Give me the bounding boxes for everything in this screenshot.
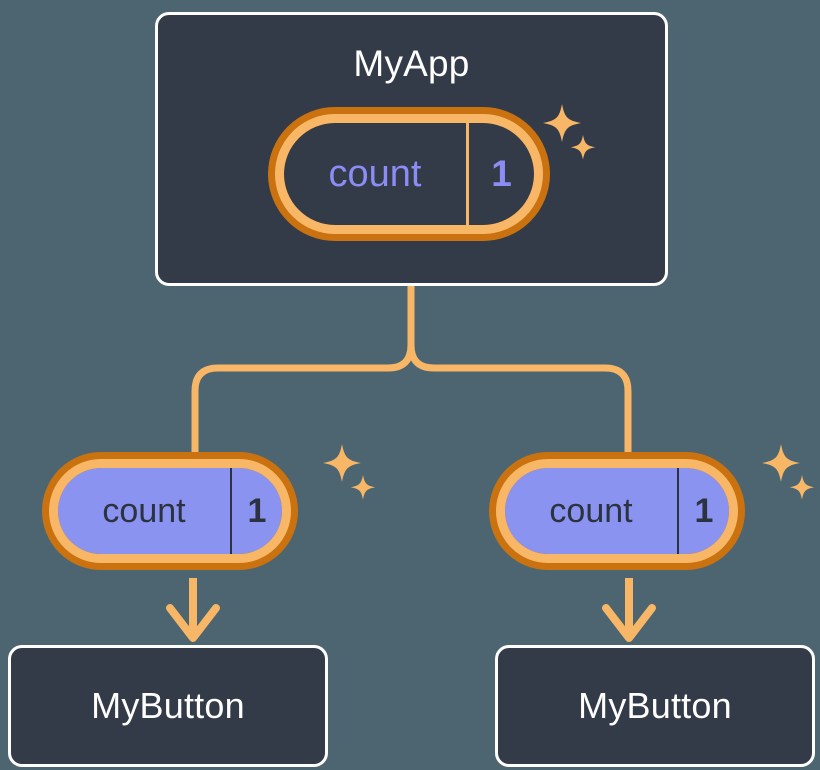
state-pill-body: count 1 xyxy=(58,468,282,554)
connector-branch-right xyxy=(407,341,632,456)
sparkle-four-point-large-icon xyxy=(323,444,361,482)
state-pill-left-wrapper: count 1 xyxy=(42,452,298,570)
state-pill-inner-ring: count 1 xyxy=(49,459,291,563)
state-key-label: count xyxy=(549,491,633,530)
state-pill-left[interactable]: count 1 xyxy=(42,452,298,570)
component-title-mybutton-left: MyButton xyxy=(91,685,245,726)
component-card-mybutton-right[interactable]: MyButton xyxy=(495,645,815,767)
state-key-label: count xyxy=(102,491,186,530)
state-key-label: count xyxy=(328,152,422,195)
arrow-down-icon-right xyxy=(602,604,656,642)
sparkle-four-point-small-icon xyxy=(789,475,815,500)
state-value-label: 1 xyxy=(491,153,512,194)
state-pill-body: count 1 xyxy=(284,123,534,225)
state-value-label: 1 xyxy=(694,491,714,530)
state-pill-divider xyxy=(466,123,469,225)
state-pill-inner-ring: count 1 xyxy=(275,114,543,234)
sparkle-group-right xyxy=(755,440,820,520)
state-pill-divider xyxy=(230,468,232,554)
state-pill-right[interactable]: count 1 xyxy=(489,452,745,570)
component-card-mybutton-left[interactable]: MyButton xyxy=(8,645,328,767)
state-pill-right-wrapper: count 1 xyxy=(489,452,745,570)
state-value-label: 1 xyxy=(247,491,267,530)
connector-branch-left xyxy=(191,341,415,456)
sparkle-group-left xyxy=(316,440,386,520)
state-pill-body: count 1 xyxy=(505,468,729,554)
component-title-myapp: MyApp xyxy=(353,43,470,84)
state-pill-divider xyxy=(677,468,679,554)
sparkle-four-point-large-icon xyxy=(762,444,800,482)
component-title-mybutton-right: MyButton xyxy=(578,685,732,726)
state-pill-myapp-wrapper: count 1 xyxy=(268,107,550,241)
sparkle-four-point-small-icon xyxy=(350,475,376,500)
state-pill-myapp[interactable]: count 1 xyxy=(268,107,550,241)
arrow-down-icon-left xyxy=(166,604,220,642)
state-pill-inner-ring: count 1 xyxy=(496,459,738,563)
